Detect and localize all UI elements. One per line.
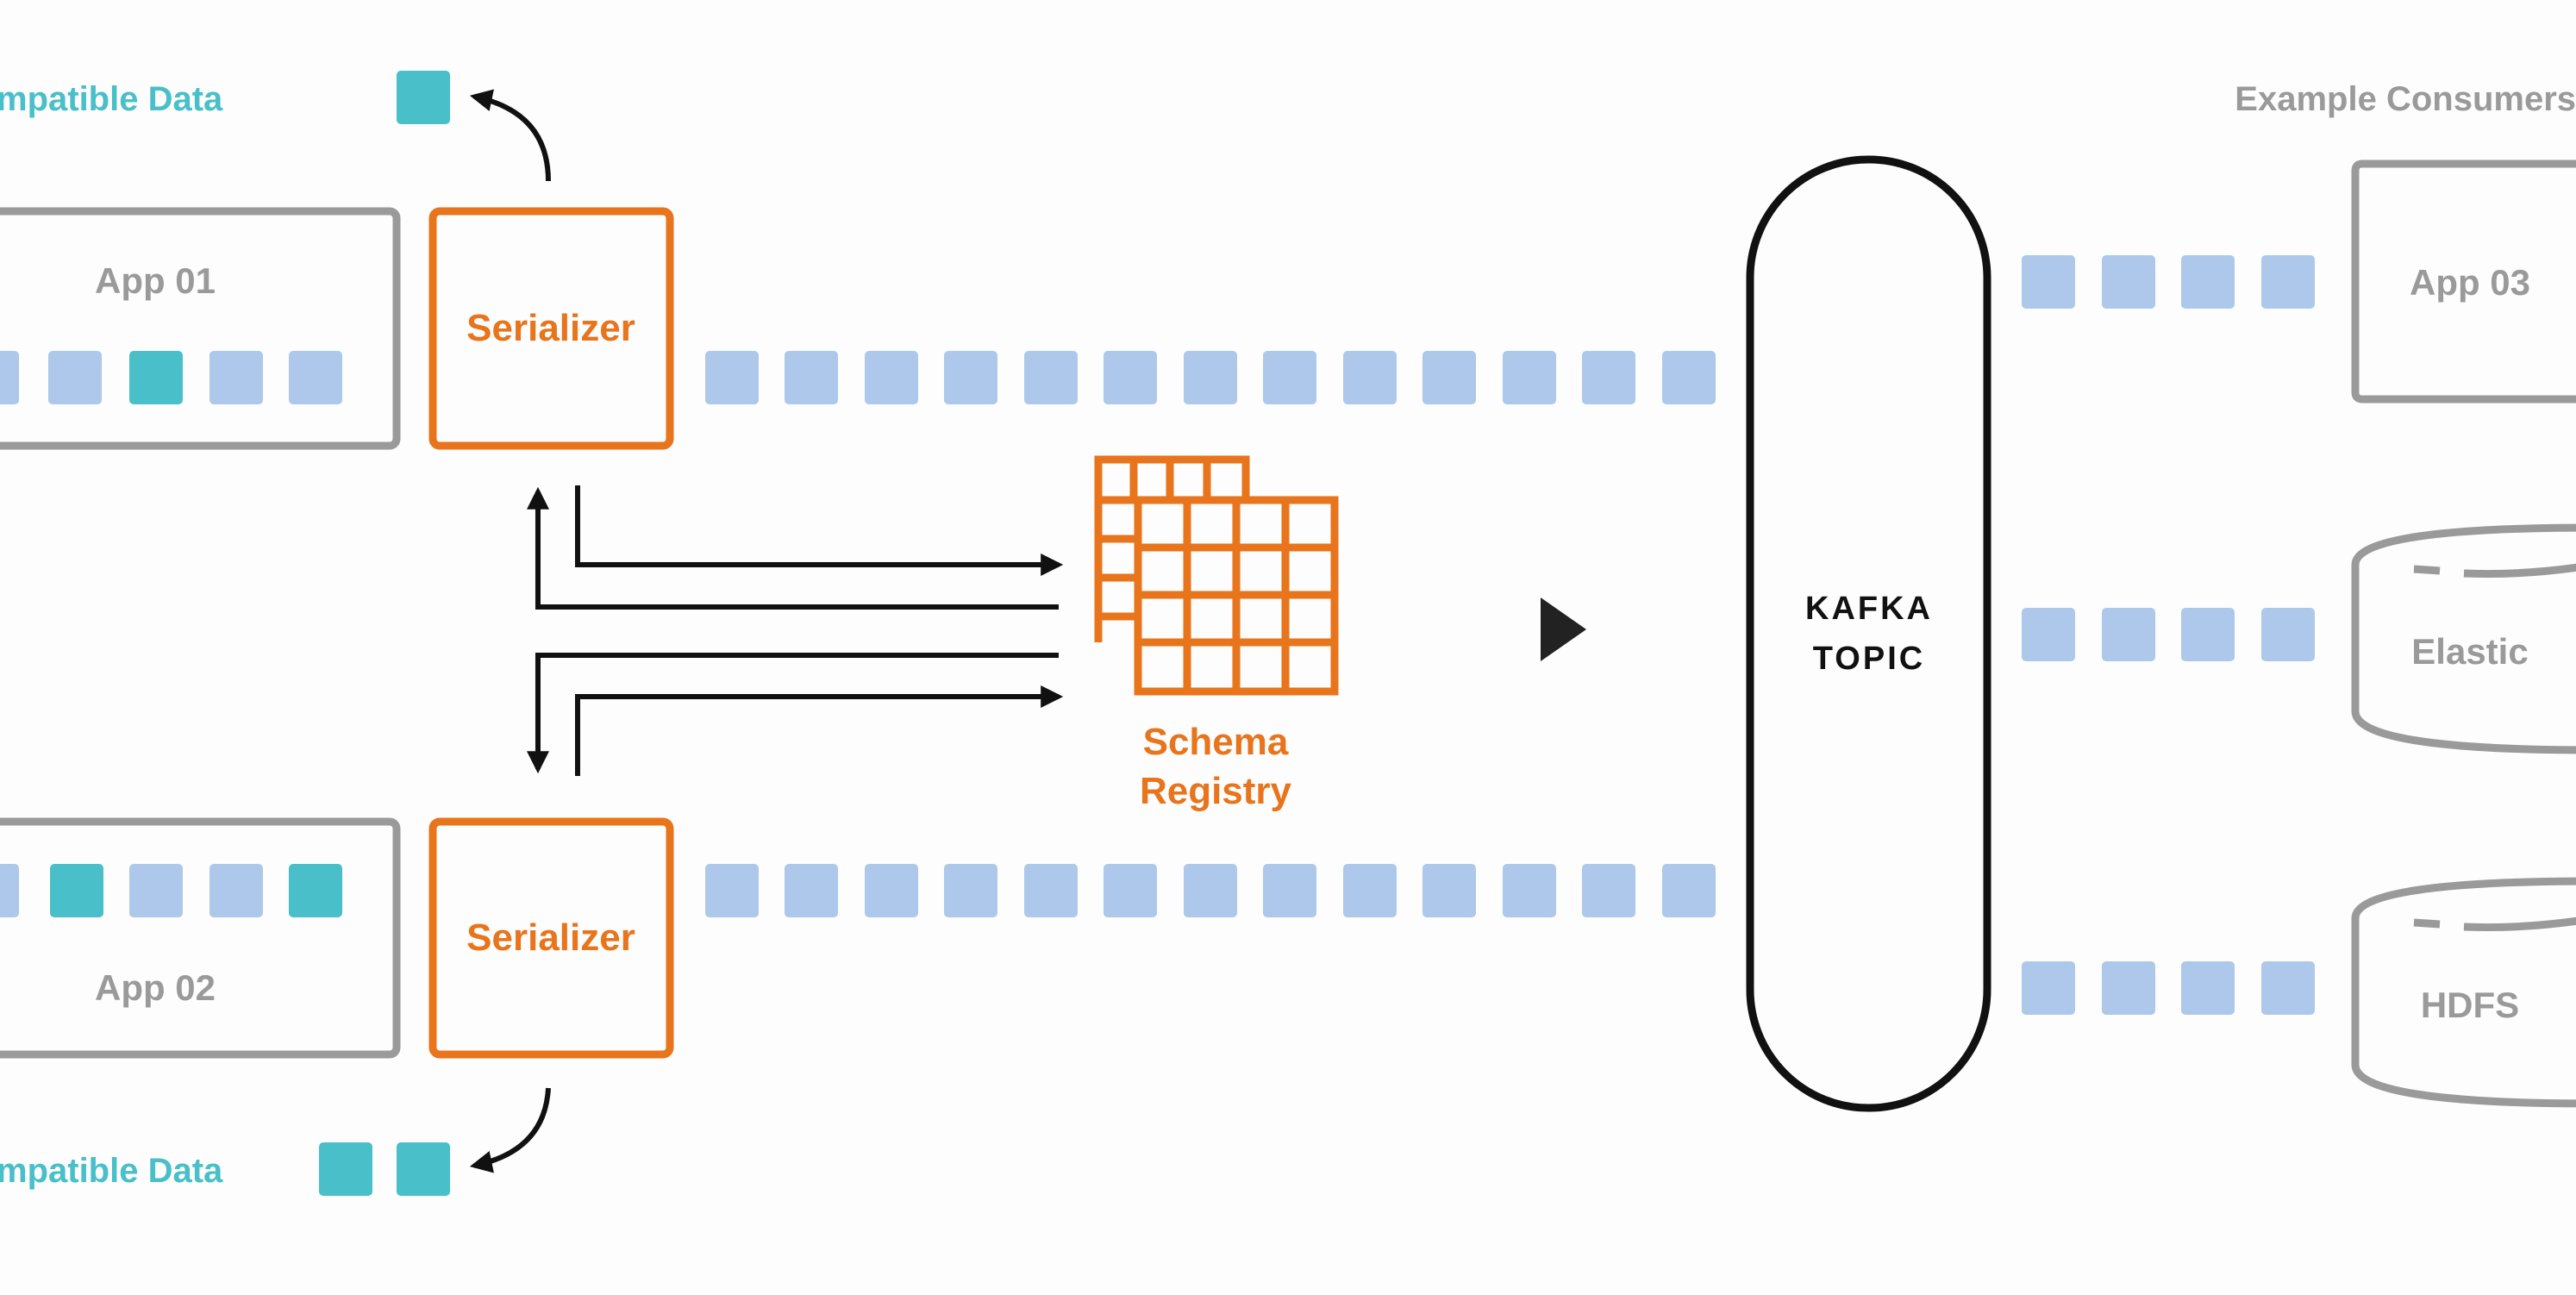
compatible-data-label-bottom: mpatible Data bbox=[0, 1152, 223, 1190]
producer-stream-bottom bbox=[705, 864, 1716, 917]
database-icon bbox=[2351, 523, 2576, 754]
compatible-block-bottom-2 bbox=[397, 1142, 450, 1196]
serializer-bottom-box bbox=[428, 817, 674, 1059]
elastic-label: Elastic bbox=[2411, 631, 2528, 672]
registry-arrows bbox=[527, 485, 1064, 776]
producer-stream-top bbox=[705, 351, 1716, 404]
compatible-data-label-top: mpatible Data bbox=[0, 80, 223, 118]
app03-label: App 03 bbox=[2410, 262, 2530, 303]
consumer-stream-app03 bbox=[2022, 255, 2315, 309]
serializer-bottom-label: Serializer bbox=[466, 917, 635, 959]
schema-registry-line2: Registry bbox=[1140, 770, 1292, 812]
app01-box bbox=[0, 207, 401, 450]
app01-label: App 01 bbox=[95, 260, 216, 301]
serializer-top-label: Serializer bbox=[466, 307, 635, 349]
app02-label: App 02 bbox=[95, 967, 216, 1008]
serializer-top-box bbox=[428, 207, 674, 450]
hdfs-label: HDFS bbox=[2421, 985, 2519, 1025]
compatible-block-bottom-1 bbox=[319, 1142, 372, 1196]
consumer-stream-elastic bbox=[2022, 608, 2315, 661]
app03-box bbox=[2351, 160, 2576, 404]
compatible-block-top bbox=[397, 71, 450, 124]
kafka-topic bbox=[1746, 155, 1991, 1112]
schema-registry-line1: Schema bbox=[1143, 721, 1289, 763]
kafka-topic-line1: KAFKA bbox=[1805, 591, 1933, 627]
app02-box bbox=[0, 817, 401, 1059]
schema-grid-icon bbox=[1094, 455, 1339, 696]
kafka-topic-line2: TOPIC bbox=[1813, 641, 1925, 677]
return-arrow-bottom bbox=[469, 1087, 551, 1173]
play-icon[interactable] bbox=[1541, 597, 1586, 661]
app01-message-blocks bbox=[0, 351, 342, 404]
example-consumers-header: Example Consumers bbox=[2235, 80, 2576, 118]
return-arrow-top bbox=[469, 89, 551, 182]
database-icon bbox=[2351, 877, 2576, 1108]
app02-message-blocks bbox=[0, 864, 342, 917]
consumer-stream-hdfs bbox=[2022, 961, 2315, 1015]
